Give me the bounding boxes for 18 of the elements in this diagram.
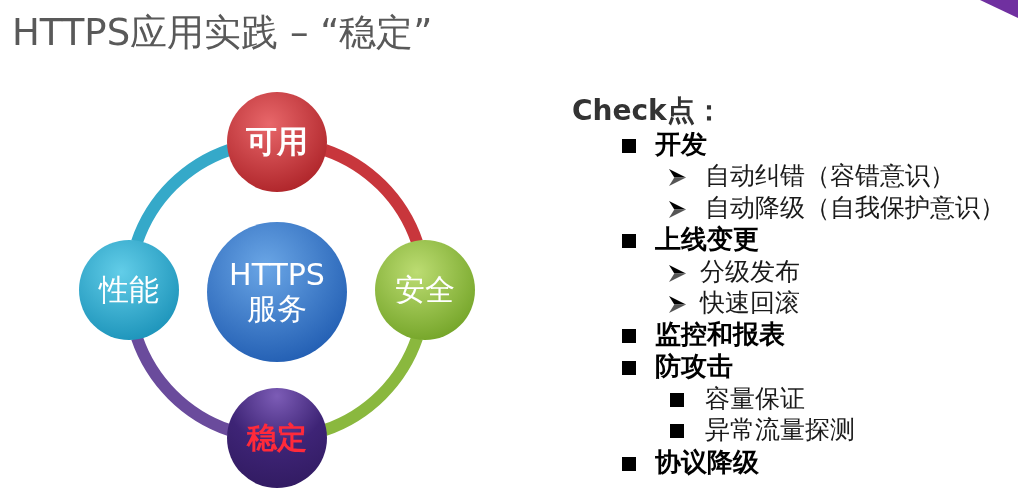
list-item: 上线变更	[655, 224, 759, 256]
sub-item: 自动纠错（容错意识）	[705, 161, 955, 191]
list-item: 监控和报表	[655, 319, 785, 351]
circle-node: 稳定	[227, 388, 327, 488]
hub-circle: HTTPS 服务	[207, 222, 347, 362]
sub-item: 快速回滚	[700, 288, 800, 318]
slide-title: HTTPS应用实践 – “稳定”	[12, 11, 433, 56]
list-heading: Check点：	[572, 94, 723, 128]
circle-node: 安全	[375, 240, 475, 340]
sub-item: 分级发布	[700, 257, 800, 287]
circle-node: 可用	[227, 92, 327, 192]
list-item: 防攻击	[655, 351, 733, 383]
list-item: 协议降级	[655, 447, 759, 479]
sub-item: 自动降级（自我保护意识）	[705, 193, 1005, 223]
sub-item: 异常流量探测	[705, 415, 855, 445]
list-item: 开发	[655, 129, 707, 161]
sub-item: 容量保证	[705, 384, 805, 414]
circle-node: 性能	[79, 240, 179, 340]
